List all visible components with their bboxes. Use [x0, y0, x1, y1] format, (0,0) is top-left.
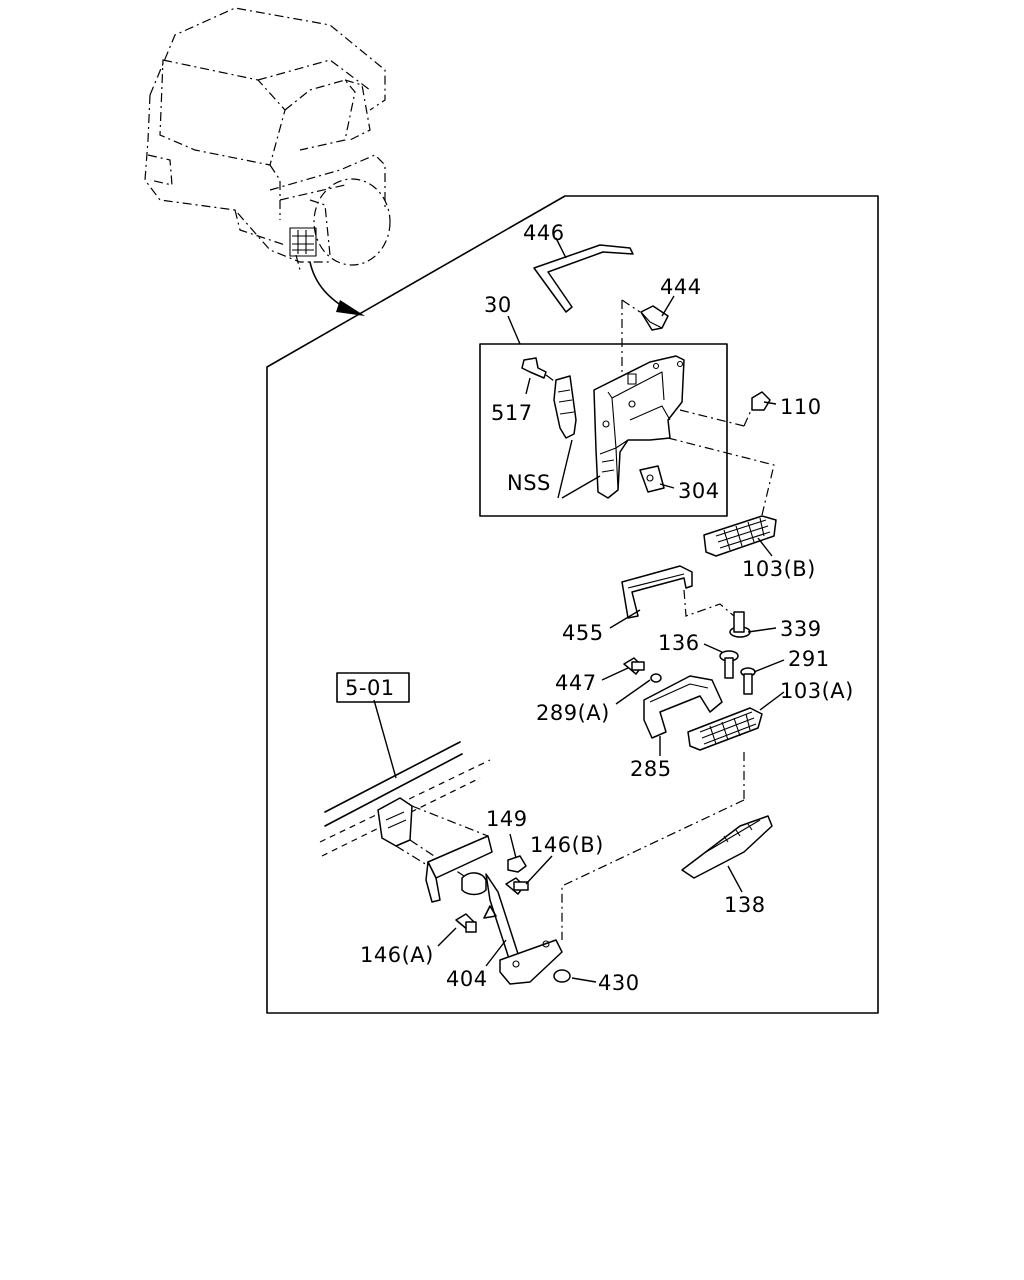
- callout-285: 285: [630, 757, 672, 781]
- callout-339: 339: [780, 617, 822, 641]
- step-bracket-assembly: [553, 355, 685, 499]
- callout-444: 444: [660, 275, 702, 299]
- part-304-clip: [639, 465, 665, 493]
- part-447-bolt: [623, 657, 645, 675]
- callout-5-01: 5-01: [345, 676, 395, 700]
- callout-149: 149: [486, 807, 528, 831]
- assembly-box-30: [479, 343, 728, 517]
- alignment-line-430: [561, 799, 745, 940]
- part-138-cover: [681, 815, 773, 879]
- alignment-line-103b: [667, 437, 775, 516]
- part-146a-bolt: [455, 913, 477, 933]
- part-446-rod: [533, 244, 634, 313]
- reference-box-5-01: [336, 672, 410, 703]
- callout-138: 138: [724, 893, 766, 917]
- part-136-bolt: [719, 650, 739, 679]
- callout-446: 446: [523, 221, 565, 245]
- part-430-nut: [553, 969, 571, 983]
- part-103b-step: [703, 515, 777, 557]
- callout-304: 304: [678, 479, 720, 503]
- callout-103b: 103(B): [742, 557, 816, 581]
- callout-291: 291: [788, 647, 830, 671]
- callout-430: 430: [598, 971, 640, 995]
- detail-frame: [266, 195, 879, 1014]
- callout-517: 517: [491, 401, 533, 425]
- alignment-line-339: [683, 589, 735, 617]
- callout-146b: 146(B): [530, 833, 604, 857]
- callout-136: 136: [658, 631, 700, 655]
- callout-nss: NSS: [507, 471, 551, 495]
- part-103a-step: [687, 707, 763, 751]
- callout-447: 447: [555, 671, 597, 695]
- part-149-nut: [507, 855, 527, 873]
- callout-110: 110: [780, 395, 822, 419]
- callout-30: 30: [484, 293, 512, 317]
- leader-lines: [437, 237, 785, 983]
- part-455-bracket: [621, 565, 693, 619]
- part-110-bolt: [679, 391, 771, 427]
- part-291-bolt: [740, 667, 756, 695]
- part-146b-bolt: [505, 877, 529, 895]
- part-289a-washer: [650, 673, 662, 683]
- callout-404: 404: [446, 967, 488, 991]
- part-404-step-bracket: [377, 797, 563, 985]
- truck-cab-overview: [144, 7, 391, 316]
- callout-289a: 289(A): [536, 701, 610, 725]
- callout-455: 455: [562, 621, 604, 645]
- callout-146a: 146(A): [360, 943, 434, 967]
- part-285-bracket: [643, 675, 723, 739]
- callout-103a: 103(A): [780, 679, 854, 703]
